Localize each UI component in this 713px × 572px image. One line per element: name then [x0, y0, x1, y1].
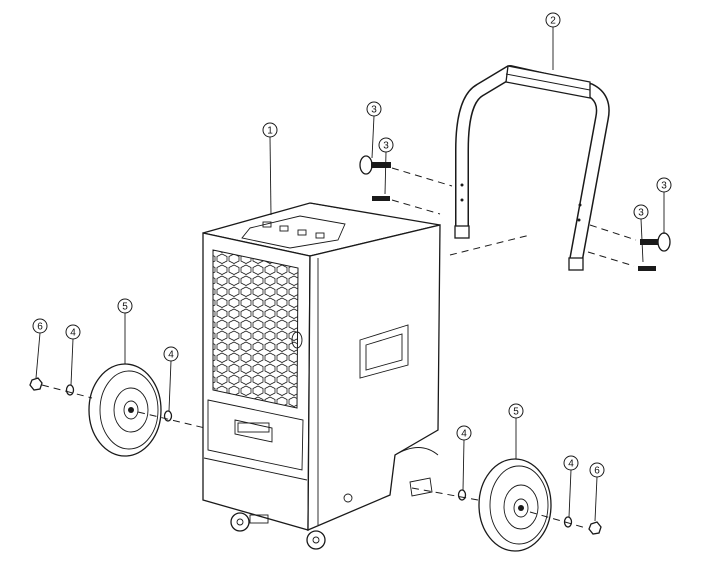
- handle: [454, 65, 610, 271]
- callout-nut-left: 6: [32, 318, 48, 334]
- callout-label: 6: [37, 322, 43, 333]
- callout-handle: 2: [545, 12, 561, 28]
- knob-right: [640, 232, 671, 252]
- callout-layer: 1 2 3 3 3 3 4 4 4 4 5 5 6 6: [32, 12, 672, 478]
- callout-circle: [563, 455, 579, 471]
- knob-left: [359, 155, 391, 175]
- dehumidifier-unit: [202, 202, 441, 550]
- callout-label: 1: [267, 126, 273, 137]
- wheel-left: [88, 363, 162, 457]
- assembly-lines: [41, 167, 637, 529]
- callout-circle: [163, 346, 179, 362]
- callout-label: 3: [371, 105, 377, 116]
- callout-label: 4: [568, 459, 574, 470]
- callout-wheel-left: 5: [117, 298, 133, 314]
- bolt-left: [372, 196, 390, 201]
- callout-circle: [65, 324, 81, 340]
- callout-circle: [545, 12, 561, 28]
- washer-left-outer: [65, 384, 75, 396]
- callout-nut-right: 6: [589, 462, 605, 478]
- callout-label: 5: [513, 407, 519, 418]
- callout-unit: 1: [262, 122, 278, 138]
- callout-circle: [32, 318, 48, 334]
- bolt-right: [638, 266, 656, 271]
- callout-label: 2: [550, 16, 556, 27]
- nut-right: [588, 521, 602, 535]
- callout-label: 3: [661, 181, 667, 192]
- callout-label: 6: [594, 466, 600, 477]
- callout-circle: [117, 298, 133, 314]
- callout-label: 4: [168, 350, 174, 361]
- callout-label: 5: [122, 302, 128, 313]
- callout-circle: [633, 204, 649, 220]
- callout-washer-right-inner: 4: [456, 425, 472, 441]
- wheel-right: [478, 458, 552, 552]
- callout-circle: [589, 462, 605, 478]
- callout-bolt-left: 3: [378, 137, 394, 153]
- callout-washer-left-inner: 4: [163, 346, 179, 362]
- leader-lines: [35, 27, 665, 522]
- nut-left: [29, 377, 43, 391]
- callout-wheel-right: 5: [508, 403, 524, 419]
- callout-label: 3: [638, 208, 644, 219]
- callout-circle: [378, 137, 394, 153]
- callout-bolt-right: 3: [633, 204, 649, 220]
- callout-circle: [508, 403, 524, 419]
- washer-right-inner: [457, 489, 467, 501]
- callout-label: 3: [383, 141, 389, 152]
- callout-label: 4: [461, 429, 467, 440]
- callout-circle: [366, 101, 382, 117]
- callout-label: 4: [70, 328, 76, 339]
- callout-circle: [656, 177, 672, 193]
- callout-knob-left: 3: [366, 101, 382, 117]
- callout-circle: [262, 122, 278, 138]
- callout-washer-left-outer: 4: [65, 324, 81, 340]
- washer-right-outer: [563, 516, 573, 528]
- callout-knob-right: 3: [656, 177, 672, 193]
- callout-circle: [456, 425, 472, 441]
- callout-washer-right-outer: 4: [563, 455, 579, 471]
